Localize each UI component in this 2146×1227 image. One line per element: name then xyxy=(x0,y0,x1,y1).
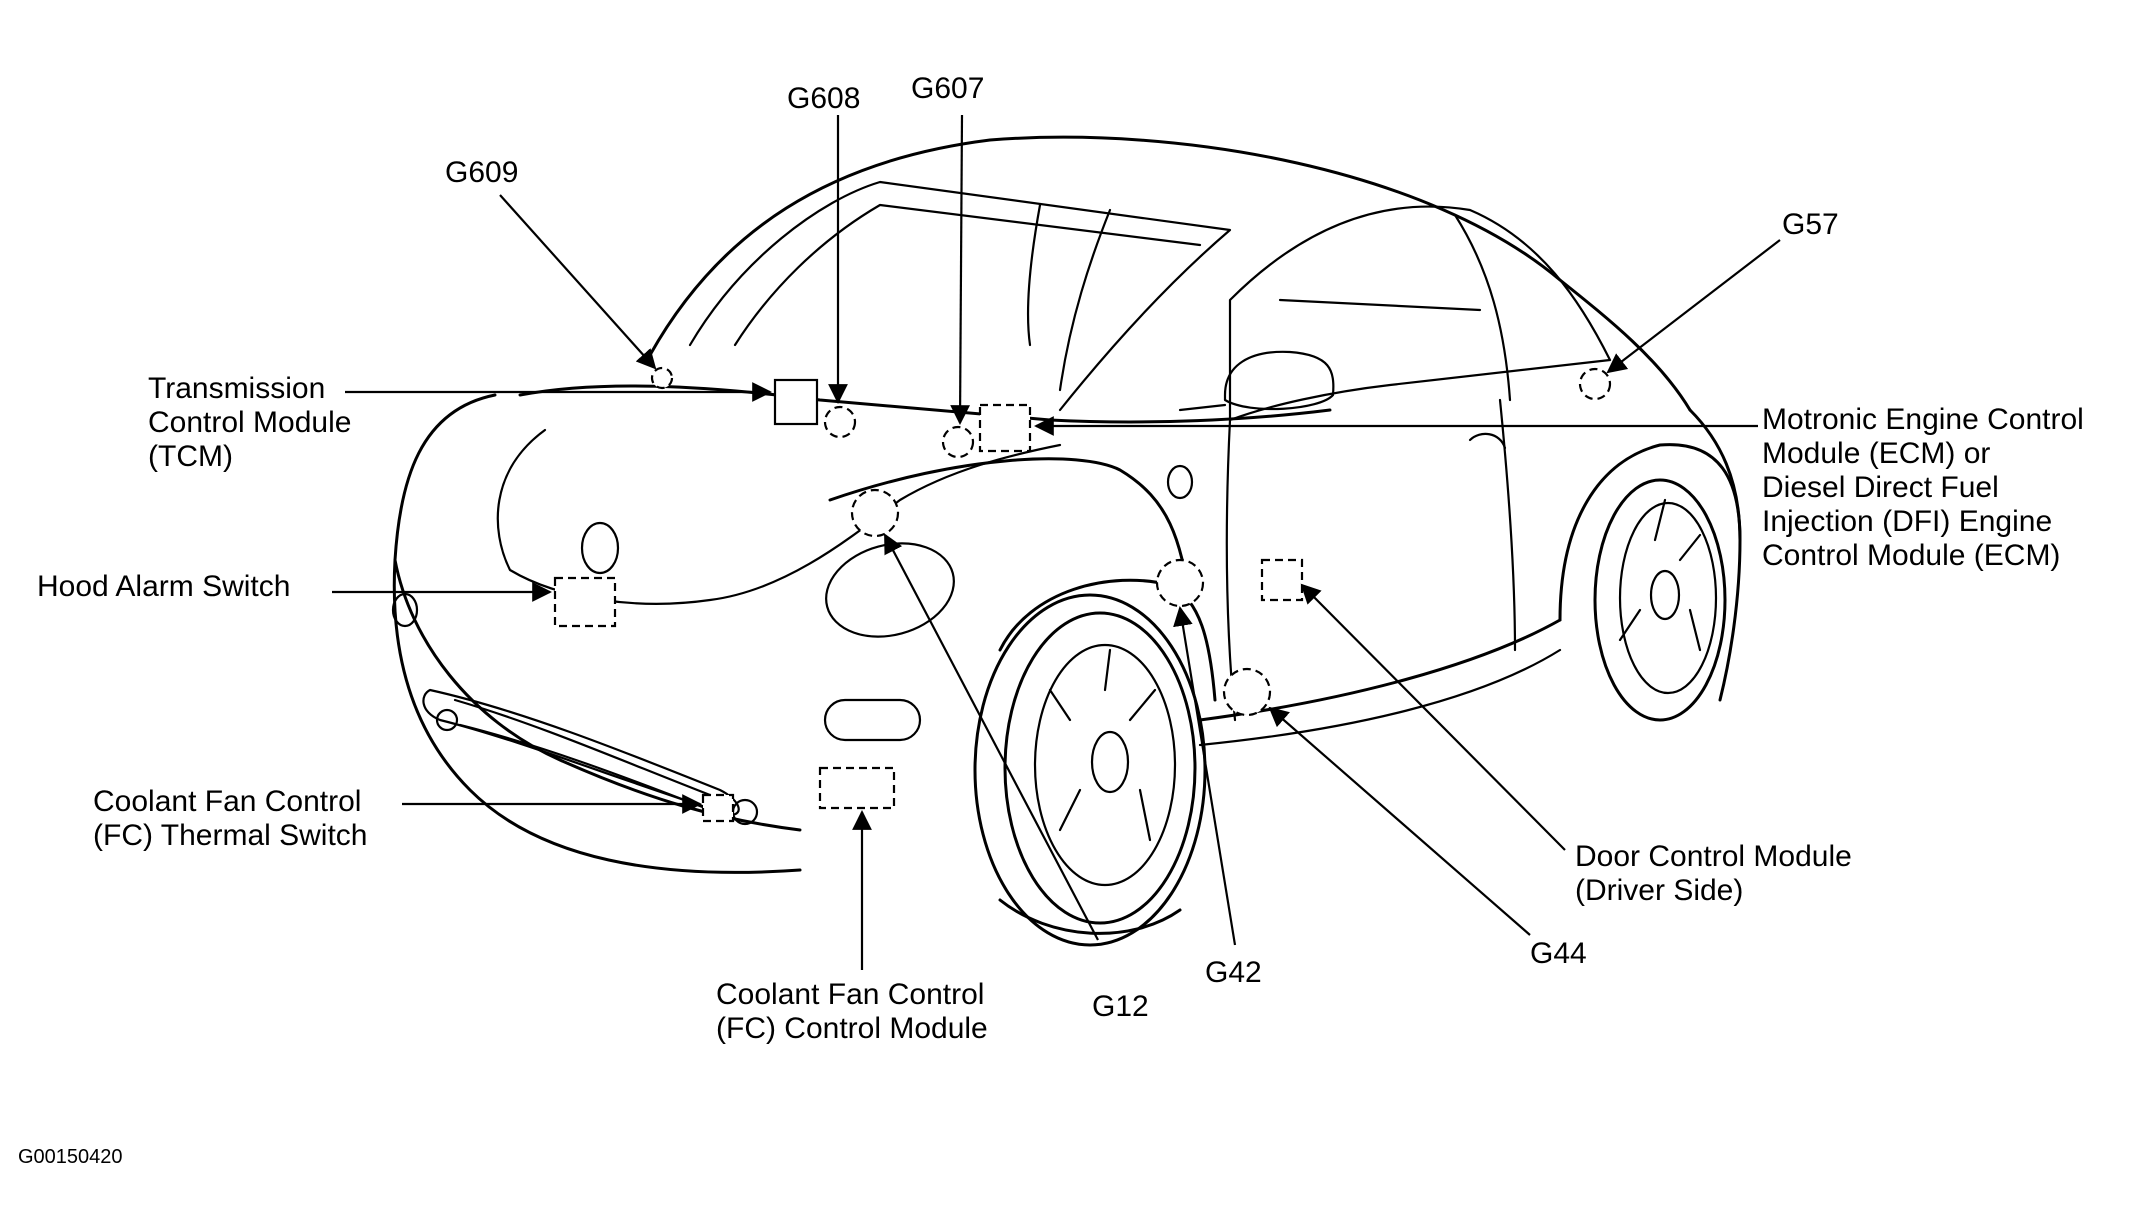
label-tcm-line-3: (TCM) xyxy=(148,440,233,473)
label-fc-module-line-1: Coolant Fan Control xyxy=(716,978,985,1011)
car-body xyxy=(391,135,1742,947)
leader-lines xyxy=(332,114,1781,970)
label-g12: G12 xyxy=(1092,990,1149,1023)
label-hood-alarm: Hood Alarm Switch xyxy=(37,570,291,603)
label-ecm-line-5: Control Module (ECM) xyxy=(1762,539,2061,572)
g608-marker xyxy=(823,405,857,439)
label-fc-module: Coolant Fan Control (FC) Control Module xyxy=(716,978,988,1046)
label-g609: G609 xyxy=(445,156,519,189)
component-markers xyxy=(553,366,1612,823)
label-ecm-line-4: Injection (DFI) Engine xyxy=(1762,505,2053,538)
door-module-marker xyxy=(1260,558,1304,602)
label-ecm-line-2: Module (ECM) or xyxy=(1762,437,1991,470)
fc-thermal-marker xyxy=(701,793,735,823)
tcm-marker xyxy=(773,378,819,426)
label-fc-thermal: Coolant Fan Control (FC) Thermal Switch xyxy=(93,785,367,853)
label-door-module: Door Control Module (Driver Side) xyxy=(1575,840,1852,908)
label-g44: G44 xyxy=(1530,937,1587,970)
label-door-module-line-1: Door Control Module xyxy=(1575,840,1852,873)
label-ecm-line-3: Diesel Direct Fuel xyxy=(1762,471,1999,504)
label-door-module-line-2: (Driver Side) xyxy=(1575,874,1744,907)
label-g608: G608 xyxy=(787,82,861,115)
label-g607: G607 xyxy=(911,72,985,105)
label-tcm-line-2: Control Module xyxy=(148,406,352,439)
ecm-marker xyxy=(978,403,1032,453)
label-fc-thermal-line-1: Coolant Fan Control xyxy=(93,785,362,818)
figure-code: G00150420 xyxy=(18,1146,123,1168)
hood-alarm-marker xyxy=(553,576,617,628)
g12-marker xyxy=(850,488,900,538)
label-tcm-line-1: Transmission xyxy=(148,372,326,405)
label-g57: G57 xyxy=(1782,208,1839,241)
label-tcm: Transmission Control Module (TCM) xyxy=(148,372,351,474)
g44-marker xyxy=(1222,667,1272,717)
g42-marker xyxy=(1155,558,1205,608)
label-g42: G42 xyxy=(1205,956,1262,989)
g57-marker xyxy=(1578,367,1612,401)
label-ecm: Motronic Engine Control Module (ECM) or … xyxy=(1762,403,2084,573)
label-fc-module-line-2: (FC) Control Module xyxy=(716,1012,988,1045)
label-fc-thermal-line-2: (FC) Thermal Switch xyxy=(93,819,368,852)
fc-module-marker xyxy=(818,766,896,810)
label-ecm-line-1: Motronic Engine Control xyxy=(1762,403,2084,436)
g609-marker xyxy=(650,366,674,390)
g607-marker xyxy=(941,425,975,459)
